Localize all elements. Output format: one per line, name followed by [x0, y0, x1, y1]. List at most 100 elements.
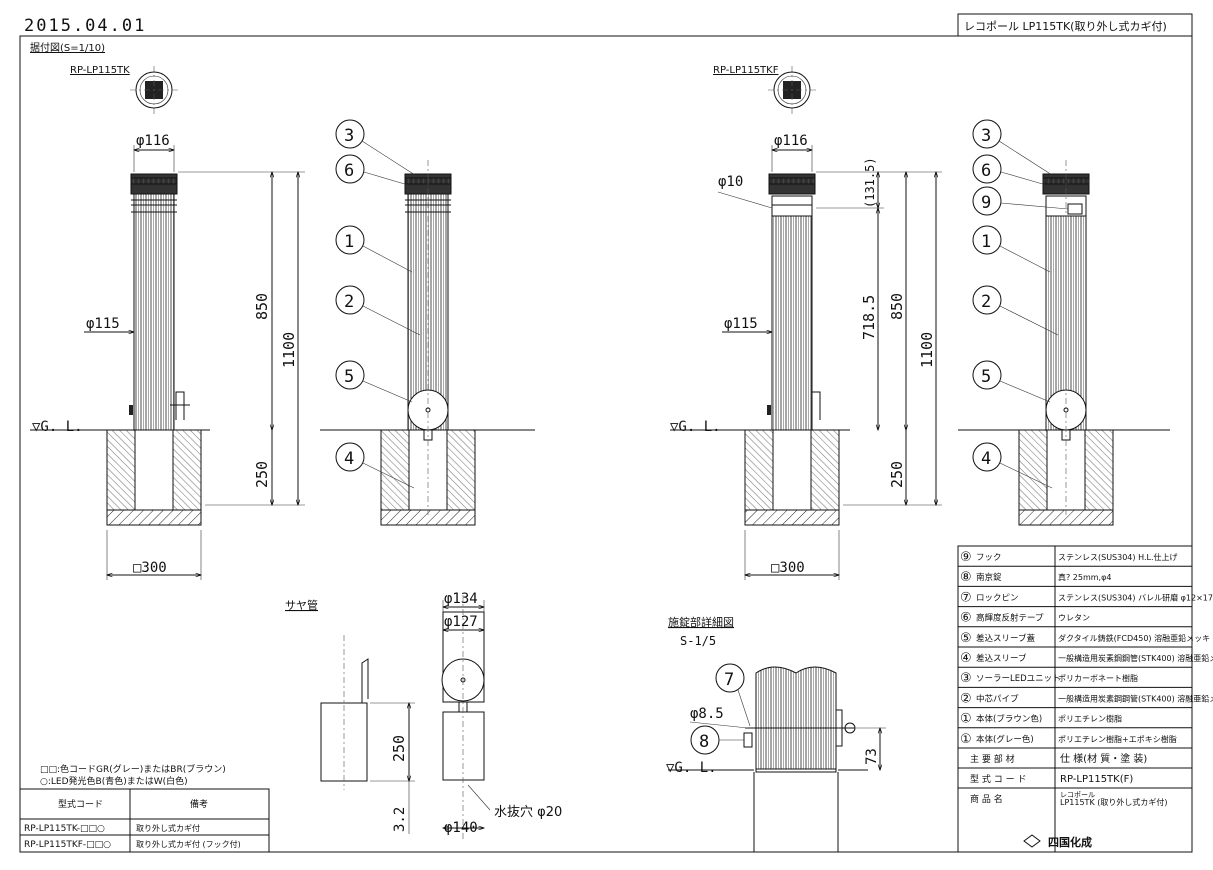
svg-text:1: 1	[981, 232, 991, 252]
svg-text:2: 2	[344, 292, 354, 312]
parts-footer-name-1: レコポール	[1060, 791, 1095, 799]
dim-250-left: 250	[253, 461, 271, 488]
dim-dia140: φ140	[444, 820, 478, 836]
parts-row-part: 南京錠	[976, 572, 1002, 583]
parts-row-part: ソーラーLEDユニット	[976, 674, 1061, 684]
balloon-2-right: 2	[972, 285, 1059, 336]
parts-footer-parts: 主 要 部 材	[970, 753, 1015, 765]
svg-text:3: 3	[981, 126, 991, 146]
detail-label: 施錠部詳細図	[668, 615, 734, 629]
code-table: 型式コード 備考 RP-LP115TK-□□○ 取り外し式カギ付 RP-LP11…	[19, 788, 270, 853]
dim-dia134: φ134	[444, 591, 478, 607]
balloon-3-left: 3	[335, 119, 416, 176]
parts-row-spec: 一般構造用炭素鋼鋼管(STK400) 溶融亜鉛メッキ	[1058, 693, 1213, 703]
parts-row-spec: ポリエチレン樹脂+エポキシ樹脂	[1058, 734, 1177, 744]
svg-text:5: 5	[981, 367, 991, 387]
parts-row-part: 差込スリーブ	[976, 653, 1027, 664]
balloon-3-right: 3	[972, 119, 1053, 176]
svg-text:2: 2	[981, 292, 991, 312]
parts-footer-name-label: 商 品 名	[970, 793, 1003, 805]
right-model-label: RP-LP115TKF	[713, 65, 779, 76]
parts-row-number: ④	[960, 651, 972, 666]
note-line-2: ○:LED発光色B(青色)またはW(白色)	[40, 775, 188, 787]
balloon-6-left: 6	[335, 154, 409, 186]
svg-text:4: 4	[344, 449, 354, 469]
svg-text:7: 7	[724, 670, 734, 690]
code-table-row1-code: RP-LP115TK-□□○	[24, 824, 105, 834]
parts-row-part: ロックピン	[976, 593, 1019, 603]
dim-1100-left: 1100	[280, 332, 298, 368]
svg-text:9: 9	[981, 193, 991, 213]
dim-850-right: 850	[888, 293, 906, 320]
parts-row-number: ①	[960, 732, 972, 747]
company-logo-icon	[1023, 834, 1041, 848]
parts-row-number: ③	[960, 671, 972, 686]
parts-row-spec: 一般構造用炭素鋼鋼管(STK400) 溶融亜鉛メッキ	[1058, 653, 1213, 663]
code-table-header-note: 備考	[190, 798, 208, 810]
svg-text:5: 5	[344, 367, 354, 387]
gl-detail: ▽G. L.	[666, 760, 717, 776]
parts-row-spec: ポリカーボネート樹脂	[1058, 673, 1138, 683]
company-name: 四国化成	[1048, 835, 1092, 849]
balloon-8-detail: 8	[690, 725, 744, 755]
dim-3-2: 3.2	[392, 807, 408, 832]
dim-dia116-right: φ116	[774, 133, 808, 149]
installation-label: 据付図(S=1/10)	[30, 41, 105, 54]
balloon-6-right: 6	[972, 154, 1047, 186]
balloon-9-right: 9	[972, 186, 1069, 216]
parts-footer-code-value: RP-LP115TK(F)	[1060, 774, 1133, 785]
right-bollard-view: φ116 φ10 φ115 (131.5) 718.5 850 1100 250…	[670, 66, 942, 580]
parts-row-number: ⑤	[960, 631, 972, 646]
title-box	[957, 13, 1193, 37]
gl-right: ▽G. L.	[670, 419, 721, 435]
parts-row-part: フック	[976, 553, 1002, 563]
svg-text:6: 6	[344, 161, 354, 181]
dim-1100-right: 1100	[918, 332, 936, 368]
left-model-label: RP-LP115TK	[70, 65, 130, 76]
balloon-7-detail: 7	[715, 663, 751, 727]
balloon-5-left: 5	[335, 360, 413, 403]
dim-250-sleeve: 250	[390, 735, 408, 762]
parts-footer-code-label: 型 式 コ ー ド	[970, 773, 1026, 785]
balloon-4-right: 4	[972, 442, 1053, 489]
dim-73: 73	[864, 748, 880, 765]
parts-row-spec: ポリエチレン樹脂	[1058, 714, 1122, 724]
parts-row-spec: ステンレス(SUS304) バレル研磨 φ12×175L	[1058, 592, 1213, 602]
svg-text:6: 6	[981, 161, 991, 181]
parts-row-part: 高輝度反射テープ	[976, 613, 1044, 624]
title-box-text: レコポール LP115TK(取り外し式カギ付)	[964, 20, 1167, 33]
left-bollard-view: φ116 φ115 850 1100 250 ▽G. L. □300	[30, 66, 305, 580]
drain-hole-label: 水抜穴 φ20	[494, 804, 562, 820]
dim-sq300-left: □300	[133, 560, 167, 576]
svg-text:3: 3	[344, 126, 354, 146]
parts-row-number: ⑨	[960, 550, 972, 565]
code-table-row1-note: 取り外し式カギ付	[136, 823, 200, 833]
parts-row-spec: ステンレス(SUS304) H.L.仕上げ	[1058, 552, 1177, 562]
svg-text:1: 1	[344, 232, 354, 252]
detail-scale: S-1/5	[680, 634, 716, 648]
svg-text:8: 8	[699, 732, 709, 752]
balloon-4-left: 4	[335, 442, 415, 489]
dim-dia115-left: φ115	[86, 316, 120, 332]
parts-row-number: ⑧	[960, 570, 972, 585]
balloon-1-right: 1	[972, 225, 1051, 273]
parts-footer-name-2: LP115TK (取り外し式カギ付)	[1060, 797, 1167, 807]
dim-dia116-left: φ116	[136, 133, 170, 149]
parts-row-number: ①	[960, 712, 972, 727]
code-table-header-code: 型式コード	[58, 798, 103, 810]
parts-row-part: 差込スリーブ蓋	[976, 633, 1035, 644]
right-section-view: 3 6 9 1 2 5 4	[958, 119, 1170, 526]
dim-250-right: 250	[888, 461, 906, 488]
balloon-2-left: 2	[335, 285, 421, 336]
code-table-row2-code: RP-LP115TKF-□□○	[24, 840, 111, 850]
sleeve-view: サヤ管 φ134 φ127 250 3.2 φ140 水抜穴 φ20	[285, 591, 562, 840]
parts-row-spec: 真? 25mm,φ4	[1058, 572, 1111, 582]
parts-row-spec: ダクタイル鋳鉄(FCD450) 溶融亜鉛メッキ	[1058, 633, 1210, 643]
sleeve-label: サヤ管	[285, 598, 318, 612]
parts-footer-spec: 仕 様(材 質・塗 装)	[1060, 752, 1147, 765]
parts-row-part: 中芯パイプ	[976, 693, 1019, 704]
dim-dia8-5: φ8.5	[690, 706, 724, 722]
parts-row-number: ⑦	[960, 590, 972, 605]
note-line-1: □□:色コードGR(グレー)またはBR(ブラウン)	[40, 763, 226, 775]
